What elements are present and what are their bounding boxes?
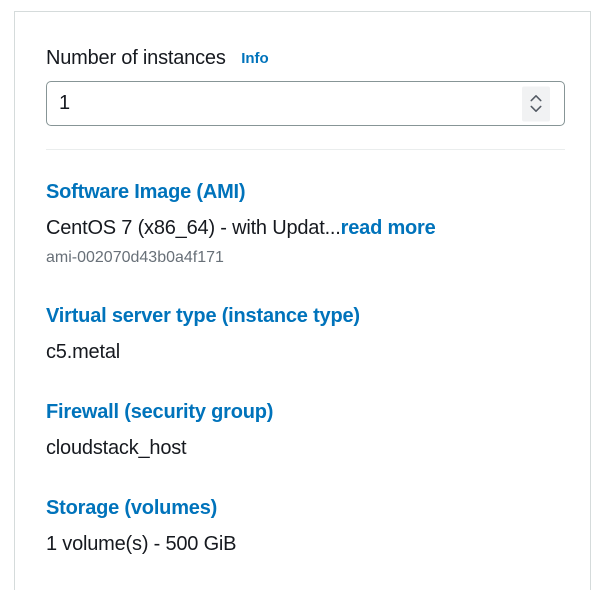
chevron-up-icon[interactable] xyxy=(530,95,542,102)
read-more-link[interactable]: read more xyxy=(340,217,436,239)
storage-volumes-link[interactable]: Storage (volumes) xyxy=(46,497,218,519)
ami-description-line: CentOS 7 (x86_64) - with Updat...read mo… xyxy=(46,216,565,240)
number-stepper[interactable] xyxy=(522,86,550,121)
ami-description-text: CentOS 7 (x86_64) - with Updat... xyxy=(46,217,341,239)
security-group-value: cloudstack_host xyxy=(46,437,187,459)
info-link[interactable]: Info xyxy=(241,50,269,67)
instances-label-row: Number of instances Info xyxy=(46,46,565,71)
summary-section-storage: Storage (volumes) 1 volume(s) - 500 GiB xyxy=(46,496,565,556)
software-image-ami-link[interactable]: Software Image (AMI) xyxy=(46,181,246,203)
virtual-server-type-link[interactable]: Virtual server type (instance type) xyxy=(46,305,360,327)
number-of-instances-input[interactable] xyxy=(46,81,565,126)
divider xyxy=(46,149,565,150)
chevron-down-icon[interactable] xyxy=(530,105,542,113)
summary-section-firewall: Firewall (security group) cloudstack_hos… xyxy=(46,400,565,460)
storage-value: 1 volume(s) - 500 GiB xyxy=(46,533,237,555)
summary-section-instance-type: Virtual server type (instance type) c5.m… xyxy=(46,304,565,364)
ami-id: ami-002070d43b0a4f171 xyxy=(46,249,224,266)
summary-panel: Number of instances Info Software Image … xyxy=(14,11,591,590)
instance-type-value: c5.metal xyxy=(46,341,120,363)
instances-input-wrap xyxy=(46,81,565,126)
summary-section-ami: Software Image (AMI) CentOS 7 (x86_64) -… xyxy=(46,180,565,268)
number-of-instances-label: Number of instances xyxy=(46,47,226,69)
instances-field-group: Number of instances Info xyxy=(46,46,565,126)
firewall-security-group-link[interactable]: Firewall (security group) xyxy=(46,401,274,423)
